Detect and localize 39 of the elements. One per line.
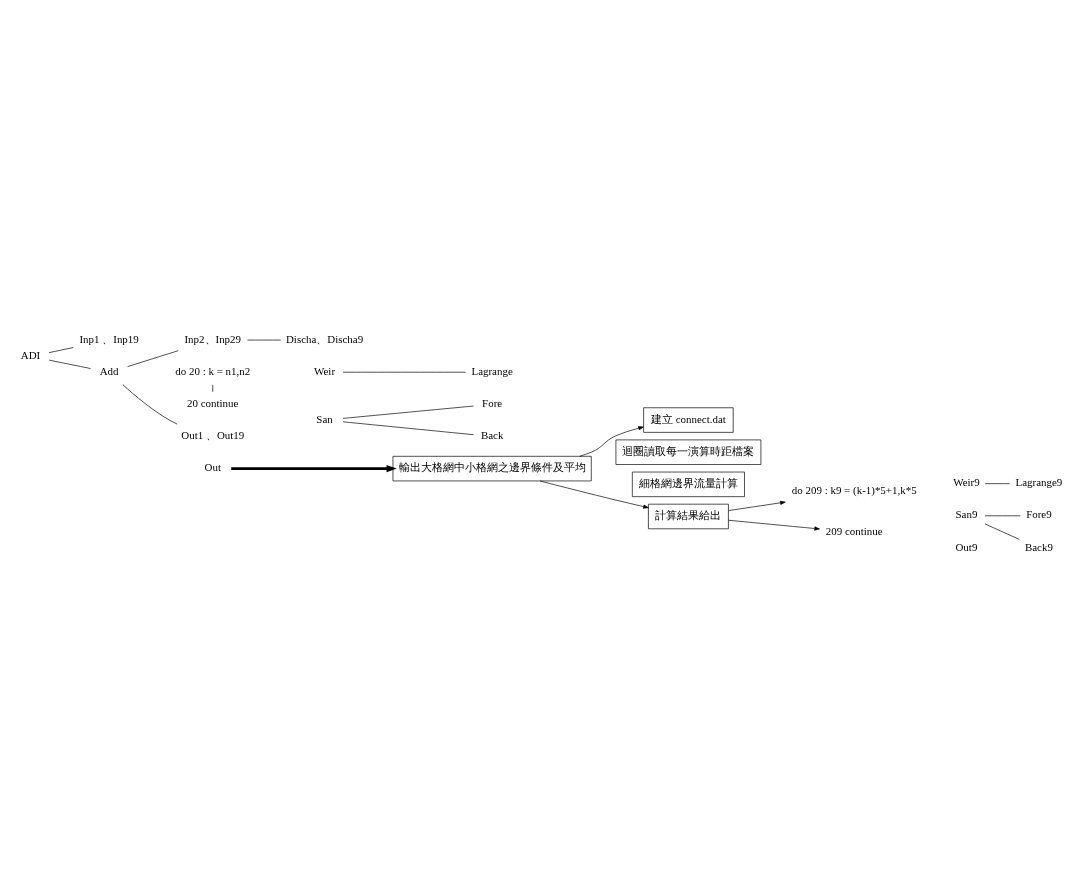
node-text: Lagrange9 (1015, 476, 1063, 489)
connector (984, 523, 1020, 540)
arrow (728, 519, 820, 531)
node-text: Inp2、Inp29 (184, 332, 242, 345)
node-text: Weir (314, 364, 336, 377)
node-box: 細格網邊界流量計算 (632, 471, 745, 497)
node-text: Inp1 、Inp19 (79, 332, 139, 345)
connector (127, 350, 179, 367)
node-text: 209 continue (825, 524, 883, 537)
node-text: San9 (955, 508, 978, 521)
node-text: Lagrange (471, 364, 513, 377)
connector (48, 347, 74, 353)
connector (48, 359, 91, 369)
arrow (579, 426, 644, 457)
node-box: 輸出大格網中小格網之邊界條件及平均 (392, 455, 592, 482)
connector (342, 405, 474, 419)
node-box: 迴圈讀取每一演算時距檔案 (615, 439, 762, 465)
node-text: Discha、Discha9 (285, 332, 364, 345)
node-box: 計算結果給出 (648, 503, 729, 530)
arrow (728, 500, 786, 511)
node-text: Out9 (955, 540, 978, 553)
node-text: Back (480, 429, 504, 442)
arrow (231, 465, 397, 473)
arrow (539, 480, 649, 509)
node-text: ADI (20, 349, 41, 362)
node-text: Add (99, 364, 119, 377)
node-text: Out (204, 461, 221, 474)
node-text: do 20 : k = n1,n2 (175, 364, 251, 377)
connector (122, 384, 178, 425)
node-text: Fore9 (1026, 508, 1052, 521)
node-text: Weir9 (953, 476, 980, 489)
connector (342, 421, 474, 436)
node-text: 20 continue (187, 396, 239, 409)
node-text: do 209 : k9 = (k-1)*5+1,k*5 (791, 484, 917, 497)
node-text: Fore (482, 396, 503, 409)
node-text: Back9 (1024, 540, 1053, 553)
node-text: San (316, 412, 333, 425)
node-text: Out1 、Out19 (181, 429, 245, 442)
node-box: 建立 connect.dat (643, 407, 734, 433)
